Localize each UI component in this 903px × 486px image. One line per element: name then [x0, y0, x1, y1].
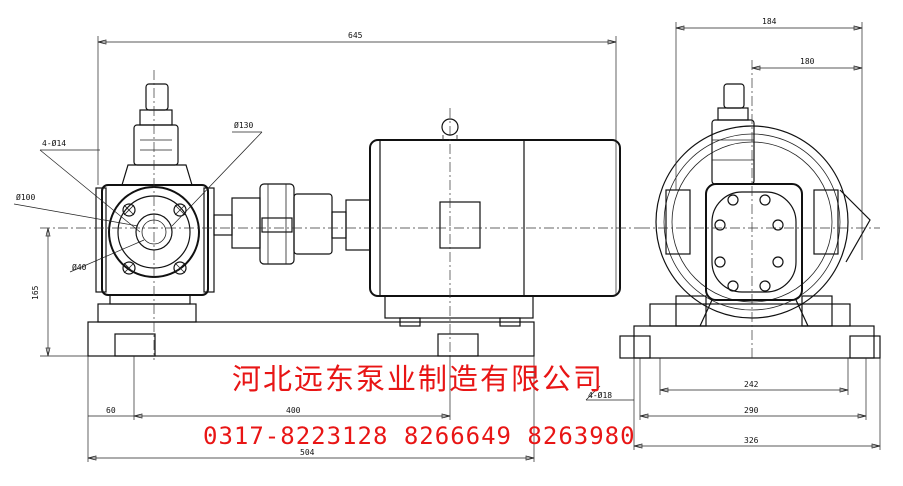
side-view — [619, 60, 881, 360]
relief-valve — [133, 124, 179, 166]
base-foot-left — [114, 333, 156, 357]
phone-numbers: 0317-8223128 8266649 8263980 — [203, 422, 636, 450]
pump-side-body — [705, 183, 803, 301]
motor-feet — [384, 295, 534, 319]
bolt-hole — [122, 261, 136, 275]
dim-180: 180 — [800, 57, 815, 66]
dim-242: 242 — [744, 380, 759, 389]
dim-504: 504 — [300, 448, 315, 457]
coupling-right — [293, 193, 333, 255]
side-base — [633, 325, 875, 359]
bolt-hole — [173, 261, 187, 275]
dim-40: Ø40 — [72, 262, 87, 272]
dim-326: 326 — [744, 436, 759, 445]
coupling-left — [231, 197, 261, 249]
bolt-hole — [173, 203, 187, 217]
dim-184: 184 — [762, 17, 777, 26]
dim-4-18: 4-Ø18 — [588, 390, 612, 400]
dim-165: 165 — [31, 285, 40, 300]
dim-645: 645 — [348, 31, 363, 40]
dim-4-14: 4-Ø14 — [42, 138, 66, 148]
front-view — [40, 70, 640, 360]
dim-60: 60 — [106, 406, 116, 415]
base-foot-right — [437, 333, 479, 357]
dim-400: 400 — [286, 406, 301, 415]
terminal-box — [439, 201, 481, 249]
side-dimensions: 184 180 242 4-Ø18 290 326 — [585, 17, 881, 450]
side-relief-valve — [711, 119, 755, 185]
front-dimensions: 645 4-Ø14 Ø130 Ø100 Ø40 165 60 400 504 — [13, 31, 617, 462]
coupling-center — [259, 183, 295, 265]
bolt-hole — [122, 203, 136, 217]
base-plate — [87, 321, 535, 357]
dim-100: Ø100 — [16, 192, 35, 202]
company-name: 河北远东泵业制造有限公司 — [232, 362, 605, 396]
motor-housing — [369, 139, 621, 297]
dim-130: Ø130 — [234, 120, 253, 130]
pump-body — [101, 184, 209, 296]
dim-290: 290 — [744, 406, 759, 415]
